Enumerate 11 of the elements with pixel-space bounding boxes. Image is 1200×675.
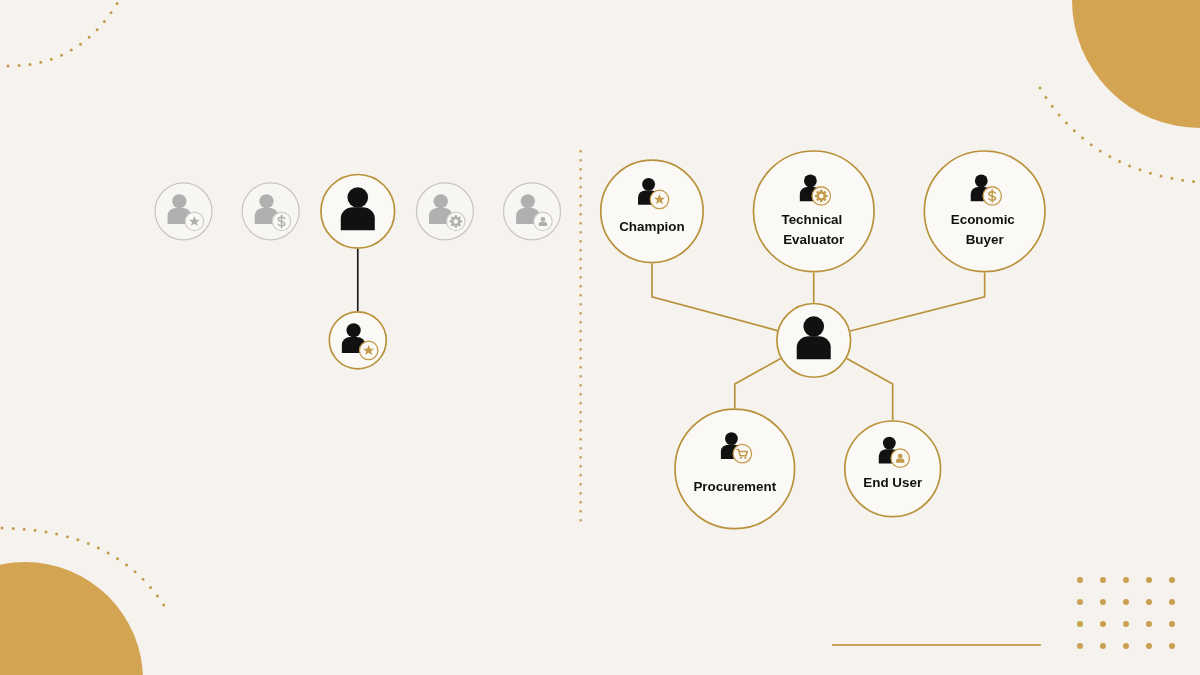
connector-line [356,248,359,313]
node-label: Procurement [693,478,777,496]
connector-line [812,271,815,304]
node-label: Technical Evaluator [780,211,846,249]
node-label: Economic Buyer [949,211,1016,249]
node-label: End User [863,474,923,493]
connector-line [651,262,779,332]
connector-line [845,357,894,422]
connector-line [849,271,986,333]
connector-line [733,357,782,410]
node-label: Champion [619,218,685,236]
